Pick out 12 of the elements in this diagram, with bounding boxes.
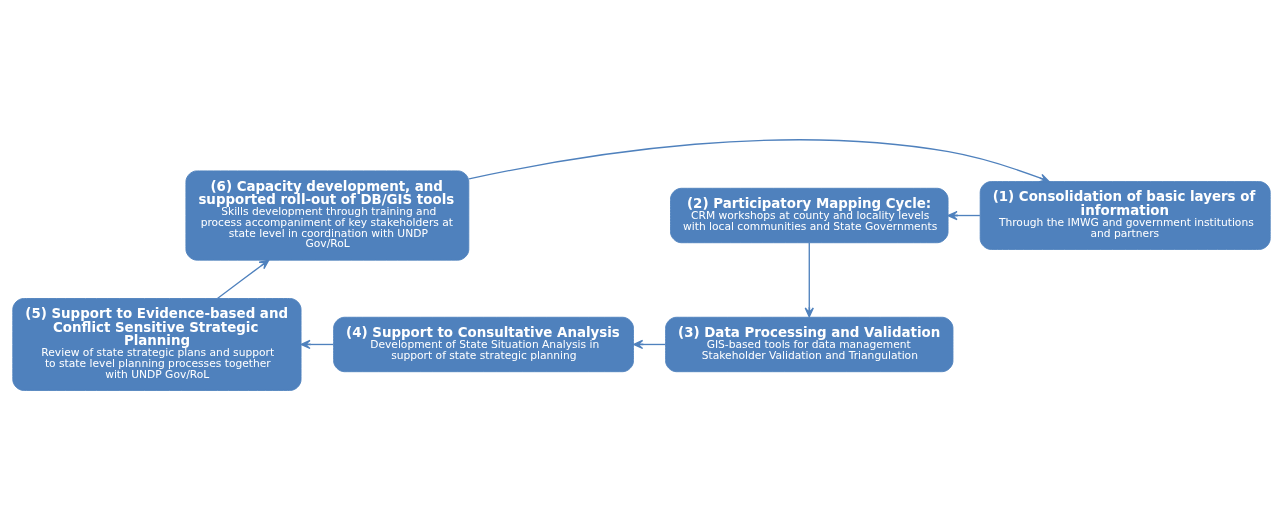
arrow xyxy=(633,339,667,349)
node-box: (4) Support to Consultative Analysis Development of State Situation Analysis in support of state strategic planning xyxy=(333,316,634,372)
arrow xyxy=(468,138,1050,183)
node-box: (3) Data Processing and Validation GIS-based tools for data management Stakeholder Validation and Triangulation xyxy=(665,316,954,372)
node-box: (6) Capacity development, and supported roll-out of DB/GIS tools Skills development through training and process accompaniment of key stakeholders at state level in coordination with UNDP Gov/RoL xyxy=(185,169,470,261)
arrow xyxy=(947,210,981,220)
arrow xyxy=(300,339,335,349)
arrow xyxy=(804,241,814,317)
arrow xyxy=(216,259,270,299)
node-box: (1) Consolidation of basic layers of information Through the IMWG and government institutions and partners xyxy=(979,180,1271,250)
node-box: (2) Participatory Mapping Cycle: CRM workshops at county and locality levels with local communities and State Governments xyxy=(670,187,949,243)
node-box: (5) Support to Evidence-based and Conflict Sensitive Strategic Planning Review of state strategic plans and support to state level planning processes together with UNDP Gov/RoL xyxy=(12,297,302,391)
